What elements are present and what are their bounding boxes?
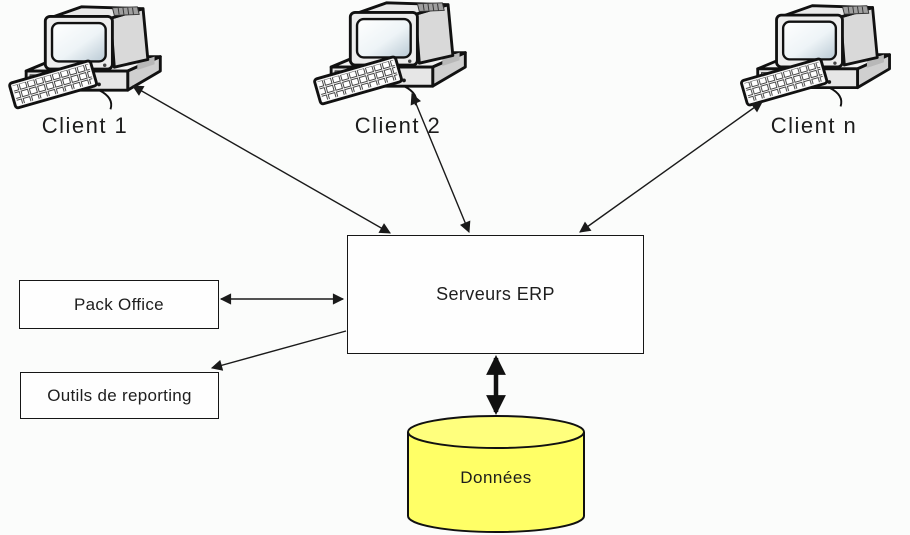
client-2-label: Client 2 xyxy=(354,113,442,138)
reporting-tools-box: Outils de reporting xyxy=(20,372,219,419)
arrow-server-reporting xyxy=(210,330,347,371)
desktop-computer-icon xyxy=(7,5,162,111)
arrow-clientn-server xyxy=(579,101,763,233)
database-cylinder-icon xyxy=(407,415,585,533)
database-cylinder xyxy=(406,414,586,535)
server-box: Serveurs ERP xyxy=(347,235,644,354)
client-2-node xyxy=(308,0,476,113)
server-label: Serveurs ERP xyxy=(436,284,555,304)
desktop-computer-icon xyxy=(312,1,467,107)
desktop-computer-icon xyxy=(739,4,891,108)
client-1-label: Client 1 xyxy=(41,113,129,138)
database-label: Données xyxy=(460,468,532,487)
client-1-node xyxy=(3,2,171,117)
pack-office-box: Pack Office xyxy=(19,280,219,329)
reporting-tools-label: Outils de reporting xyxy=(47,385,192,405)
pack-office-label: Pack Office xyxy=(74,294,164,314)
client-n-node xyxy=(735,1,900,114)
client-n-label: Client n xyxy=(770,113,858,138)
